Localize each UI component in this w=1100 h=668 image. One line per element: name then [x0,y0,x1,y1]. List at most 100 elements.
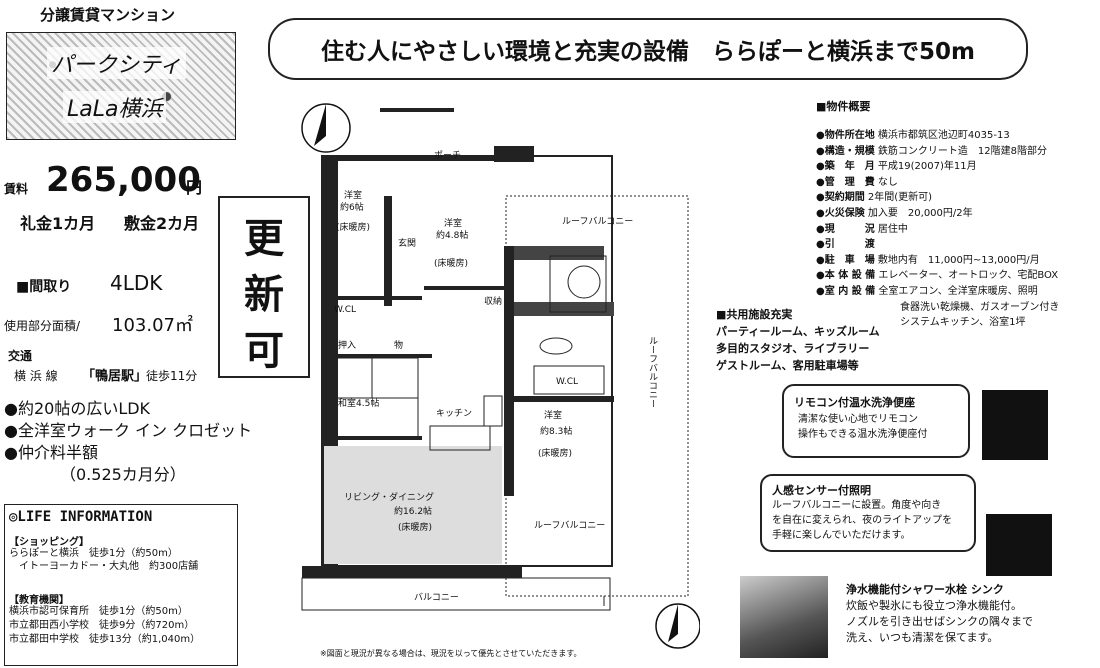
property-heading: ■物件概要 [816,100,871,113]
callout-body: 清潔な使い心地でリモコン 操作もできる温水洗浄便座付 [798,412,927,442]
property-row-label: ●本 体 設 備 [816,270,876,282]
room3-size: 約8.3帖 [540,425,572,437]
feature-item: （0.525カ月分） [60,465,186,484]
property-row: ●物件所在地 横浜市都筑区池辺町4035-13 [816,128,1059,144]
room1-label: 洋室 [344,189,362,201]
property-row: システムキッチン、浴室1坪 [816,315,1059,331]
property-row-value: エレベーター、オートロック、宅配BOX [878,270,1059,282]
headline-banner: 住む人にやさしい環境と充実の設備 ららぽーと横浜まで50m [268,18,1028,80]
mono-label: 物 [394,339,403,351]
sink-photo [740,576,828,658]
property-row-label: ●現 況 [816,223,875,235]
property-row-value: 食器洗い乾燥機、ガスオーブン付き [900,301,1060,313]
property-row-label: ●管 理 費 [816,176,875,188]
ldk-label: リビング・ダイニング [344,491,434,503]
property-row-label: ●引 渡 [816,239,875,251]
transport-line: 横 浜 線 [14,369,58,383]
property-row: ●駐 車 場 敷地内有 11,000円~13,000円/月 [816,253,1059,269]
property-row-value: 2年間(更新可) [867,192,933,204]
room3-floor: (床暖房) [538,447,572,459]
property-row-value: 加入要 20,000円/2年 [867,207,973,219]
property-row: ●室 内 設 備 全室エアコン、全洋室床暖房、照明 [816,284,1059,300]
ldk-floor: (床暖房) [398,521,432,533]
shared-heading: ■共用施設充実 [716,308,793,321]
property-row: ●構造・規模 鉄筋コンクリート造 12階建8階部分 [816,144,1059,160]
transport-station: 「鴨居駅」 [82,369,148,384]
shared-item: パーティールーム、キッズルーム [716,325,880,338]
callout-line: 炊飯や製氷にも役立つ浄水機能付。 [846,599,1022,612]
education-heading: 【教育機関】 [9,595,69,606]
callout-line: ルーフバルコニーに設置。角度や向き [772,500,942,511]
wcl-label: W.CL [334,305,356,315]
shared-facilities: ■共用施設充実 パーティールーム、キッズルーム 多目的スタジオ、ライブラリー ゲ… [716,306,880,374]
room1-size: 約6帖 [340,201,364,213]
callout-body: ルーフバルコニーに設置。角度や向き を自在に変えられ、夜のライトアップを 手軽に… [772,498,952,543]
property-row: 食器洗い乾燥機、ガスオーブン付き [816,300,1059,316]
oshiire-label: 押入 [338,339,356,351]
key-money: 礼金1カ月 [20,214,96,233]
room3-label: 洋室 [544,409,562,421]
feature-list: ●約20帖の広いLDK ●全洋室ウォーク イン クロゼット ●仲介料半額 （0.… [4,398,252,486]
callout-line: を自在に変えられ、夜のライトアップを [772,515,953,526]
property-row-label: ●物件所在地 [816,130,875,141]
callout-line: ノズルを引き出せばシンクの隅々まで [846,615,1033,628]
education-list: 横浜市認可保育所 徒歩1分（約50m） 市立都田西小学校 徒歩9分（約720m）… [9,605,200,647]
roof-bottom-label: ルーフバルコニー [534,520,605,531]
transport-walk: 徒歩11分 [146,369,198,383]
property-row-value: 平成19(2007)年11月 [877,161,977,173]
renewal-char-2: 新 [244,272,284,318]
roof-right-label: ルーフバルコニー [647,336,658,408]
property-row-value: システムキッチン、浴室1坪 [900,317,1026,329]
deposit: 敷金2カ月 [124,214,200,233]
shopping-item: ららぽーと横浜 徒歩1分（約50m） [9,548,178,559]
kitchen-label: キッチン [436,408,472,419]
layout-value: 4LDK [110,271,163,295]
rent-amount: 265,000 [46,160,201,200]
floor-plan: ポーチ 玄関 洋室 約6帖 (床暖房) 洋室 約4.8帖 (床暖房) 洋室 約8… [294,96,700,658]
porch-label: ポーチ [434,150,461,161]
callout-line: 洗え、いつも清潔を保てます。 [846,631,999,644]
renewal-char-3: 可 [244,328,284,374]
renewal-badge: 更 新 可 [218,196,310,378]
genkan-label: 玄関 [398,237,416,249]
education-item: 横浜市認可保育所 徒歩1分（約50m） [9,606,188,617]
feature-item: ●仲介料半額 [4,443,98,462]
area-label: 使用部分面積/ [4,319,81,333]
property-row-label: ●室 内 設 備 [816,285,876,297]
renewal-char-1: 更 [244,216,284,262]
callout-sink: 浄水機能付シャワー水栓 シンク 炊飯や製氷にも役立つ浄水機能付。 ノズルを引き出… [846,582,1100,646]
room2-floor: (床暖房) [434,257,468,269]
room2-size: 約4.8帖 [436,229,468,241]
callout-line: 清潔な使い心地でリモコン [798,414,918,425]
property-logo: パークシティ LaLa横浜 [6,32,236,140]
rent-unit: 円 [186,178,203,197]
room1-floor: (床暖房) [336,221,370,233]
property-row: ●本 体 設 備 エレベーター、オートロック、宅配BOX [816,268,1059,284]
life-title: ◎LIFE INFORMATION [9,509,153,525]
shared-item: ゲストルーム、客用駐車場等 [716,359,859,372]
light-photo [986,514,1052,576]
property-row-value: 横浜市都筑区池辺町4035-13 [877,130,1010,141]
category-label: 分譲賃貸マンション [40,6,176,24]
property-row-value: 敷地内有 11,000円~13,000円/月 [877,254,1040,266]
shuno-label: 収納 [484,295,502,307]
life-info-box: ◎LIFE INFORMATION 【ショッピング】 ららぽーと横浜 徒歩1分（… [4,504,238,666]
property-row: ●火災保険 加入要 20,000円/2年 [816,206,1059,222]
balcony-label: バルコニー [414,592,459,603]
shared-item: 多目的スタジオ、ライブラリー [716,342,870,355]
callout-title: 浄水機能付シャワー水栓 シンク [846,583,1004,596]
property-row: ●現 況 居住中 [816,222,1059,238]
callout-toilet: リモコン付温水洗浄便座 清潔な使い心地でリモコン 操作もできる温水洗浄便座付 [782,384,970,458]
property-row-label: ●契約期間 [816,192,865,204]
education-item: 市立都田中学校 徒歩13分（約1,040m） [9,634,201,645]
callout-light: 人感センサー付照明 ルーフバルコニーに設置。角度や向き を自在に変えられ、夜のラ… [760,474,976,552]
wic-label: W.CL [556,377,578,387]
room2-label: 洋室 [444,217,462,229]
property-row: ●契約期間 2年間(更新可) [816,190,1059,206]
feature-item: ●約20帖の広いLDK [4,399,151,418]
property-row-label: ●火災保険 [816,207,865,219]
compass-bottom-icon [656,604,700,648]
toilet-photo [982,390,1048,460]
property-row: ●引 渡 [816,237,1059,253]
property-row-value: 鉄筋コンクリート造 12階建8階部分 [877,145,1048,157]
